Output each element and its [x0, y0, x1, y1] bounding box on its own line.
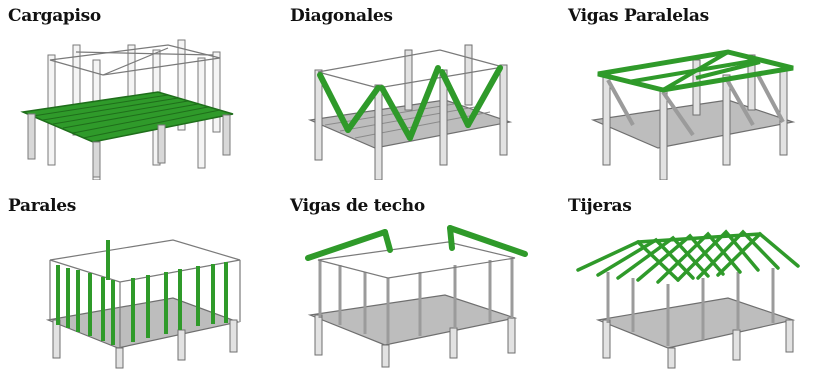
floor-joists-illustration: [20, 39, 234, 180]
panel-diagonales: Diagonales: [290, 6, 560, 181]
diagonal-braces-illustration: [307, 44, 513, 180]
panel-vigas-paralelas: Vigas Paralelas: [568, 6, 822, 181]
panel-title: Cargapiso: [8, 6, 101, 26]
panel-title: Diagonales: [290, 6, 393, 26]
roof-trusses-illustration: [576, 229, 800, 369]
panel-title: Vigas de techo: [290, 196, 425, 216]
studs-illustration: [45, 239, 241, 369]
panel-cargapiso: Cargapiso: [8, 6, 278, 181]
panel-tijeras: Tijeras: [568, 196, 822, 371]
parallel-beams-illustration: [590, 49, 796, 180]
panel-parales: Parales: [8, 196, 278, 371]
panel-title: Vigas Paralelas: [568, 6, 709, 26]
panel-vigas-de-techo: Vigas de techo: [290, 196, 560, 371]
roof-beams-illustration: [305, 225, 528, 368]
panel-title: Parales: [8, 196, 77, 216]
panel-title: Tijeras: [568, 196, 632, 216]
construction-stages-grid: Cargapiso: [8, 6, 822, 369]
